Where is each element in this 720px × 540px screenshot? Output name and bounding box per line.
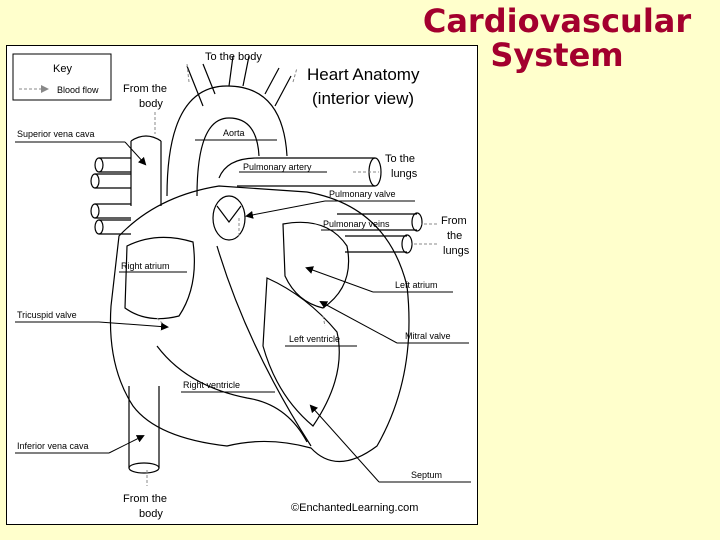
slide-title-line-1: Cardiovascular	[422, 2, 692, 40]
copyright-text: ©EnchantedLearning.com	[291, 502, 418, 514]
heart-diagram-svg: Key Blood flow Heart Anatomy (interior v…	[12, 51, 471, 520]
key-box	[12, 53, 112, 101]
right-ventricle-shape	[156, 345, 308, 443]
note-from-body-top-2: body	[139, 98, 163, 110]
blood-flow-paths	[146, 63, 437, 486]
left-ventricle-shape	[262, 277, 340, 427]
note-from-body-bottom-1: From the	[123, 493, 167, 505]
note-from-lungs-3: lungs	[443, 245, 470, 257]
note-from-lungs-1: From	[441, 215, 467, 227]
note-from-body-top-1: From the	[123, 83, 167, 95]
label-pulmonary-valve: Pulmonary valve	[329, 189, 396, 199]
label-leaders	[15, 139, 471, 483]
slide-title-line-2: System	[490, 36, 624, 74]
left-atrium-shape	[282, 221, 350, 309]
heart-outline	[109, 185, 410, 463]
label-right-ventricle: Right ventricle	[183, 380, 240, 390]
pulmonary-valve-shape	[212, 195, 246, 241]
key-title: Key	[53, 63, 72, 75]
inferior-vena-cava-shape	[128, 386, 160, 468]
label-left-atrium: Left atrium	[395, 280, 438, 290]
label-inferior-vena-cava: Inferior vena cava	[17, 441, 89, 451]
diagram-heading-line-2: (interior view)	[312, 89, 414, 108]
note-to-lungs-1: To the	[385, 153, 415, 165]
aorta-shape	[166, 85, 288, 197]
structure-labels: Superior vena cava Aorta Pulmonary arter…	[17, 128, 451, 480]
label-aorta: Aorta	[223, 128, 245, 138]
diagram-heading-line-1: Heart Anatomy	[307, 65, 420, 84]
pulmonary-artery-shape	[218, 157, 375, 187]
key-arrow-icon	[41, 85, 49, 93]
superior-vena-cava-shape	[130, 141, 162, 206]
label-septum: Septum	[411, 470, 442, 480]
label-superior-vena-cava: Superior vena cava	[17, 129, 95, 139]
note-from-lungs-2: the	[447, 230, 462, 242]
label-pulmonary-artery: Pulmonary artery	[243, 162, 312, 172]
right-atrium-shape	[124, 236, 195, 320]
label-tricuspid-valve: Tricuspid valve	[17, 310, 77, 320]
note-to-the-body-top: To the body	[205, 51, 262, 63]
slide-title: Cardiovascular System	[398, 4, 716, 72]
note-to-lungs-2: lungs	[391, 168, 418, 180]
septum-shape	[216, 245, 312, 447]
label-mitral-valve: Mitral valve	[405, 331, 451, 341]
key-item-label: Blood flow	[57, 85, 99, 95]
label-right-atrium: Right atrium	[121, 261, 170, 271]
heart-anatomy-diagram: Key Blood flow Heart Anatomy (interior v…	[6, 45, 478, 525]
label-left-ventricle: Left ventricle	[289, 334, 340, 344]
label-pulmonary-veins: Pulmonary veins	[323, 219, 390, 229]
note-from-body-bottom-2: body	[139, 508, 163, 520]
